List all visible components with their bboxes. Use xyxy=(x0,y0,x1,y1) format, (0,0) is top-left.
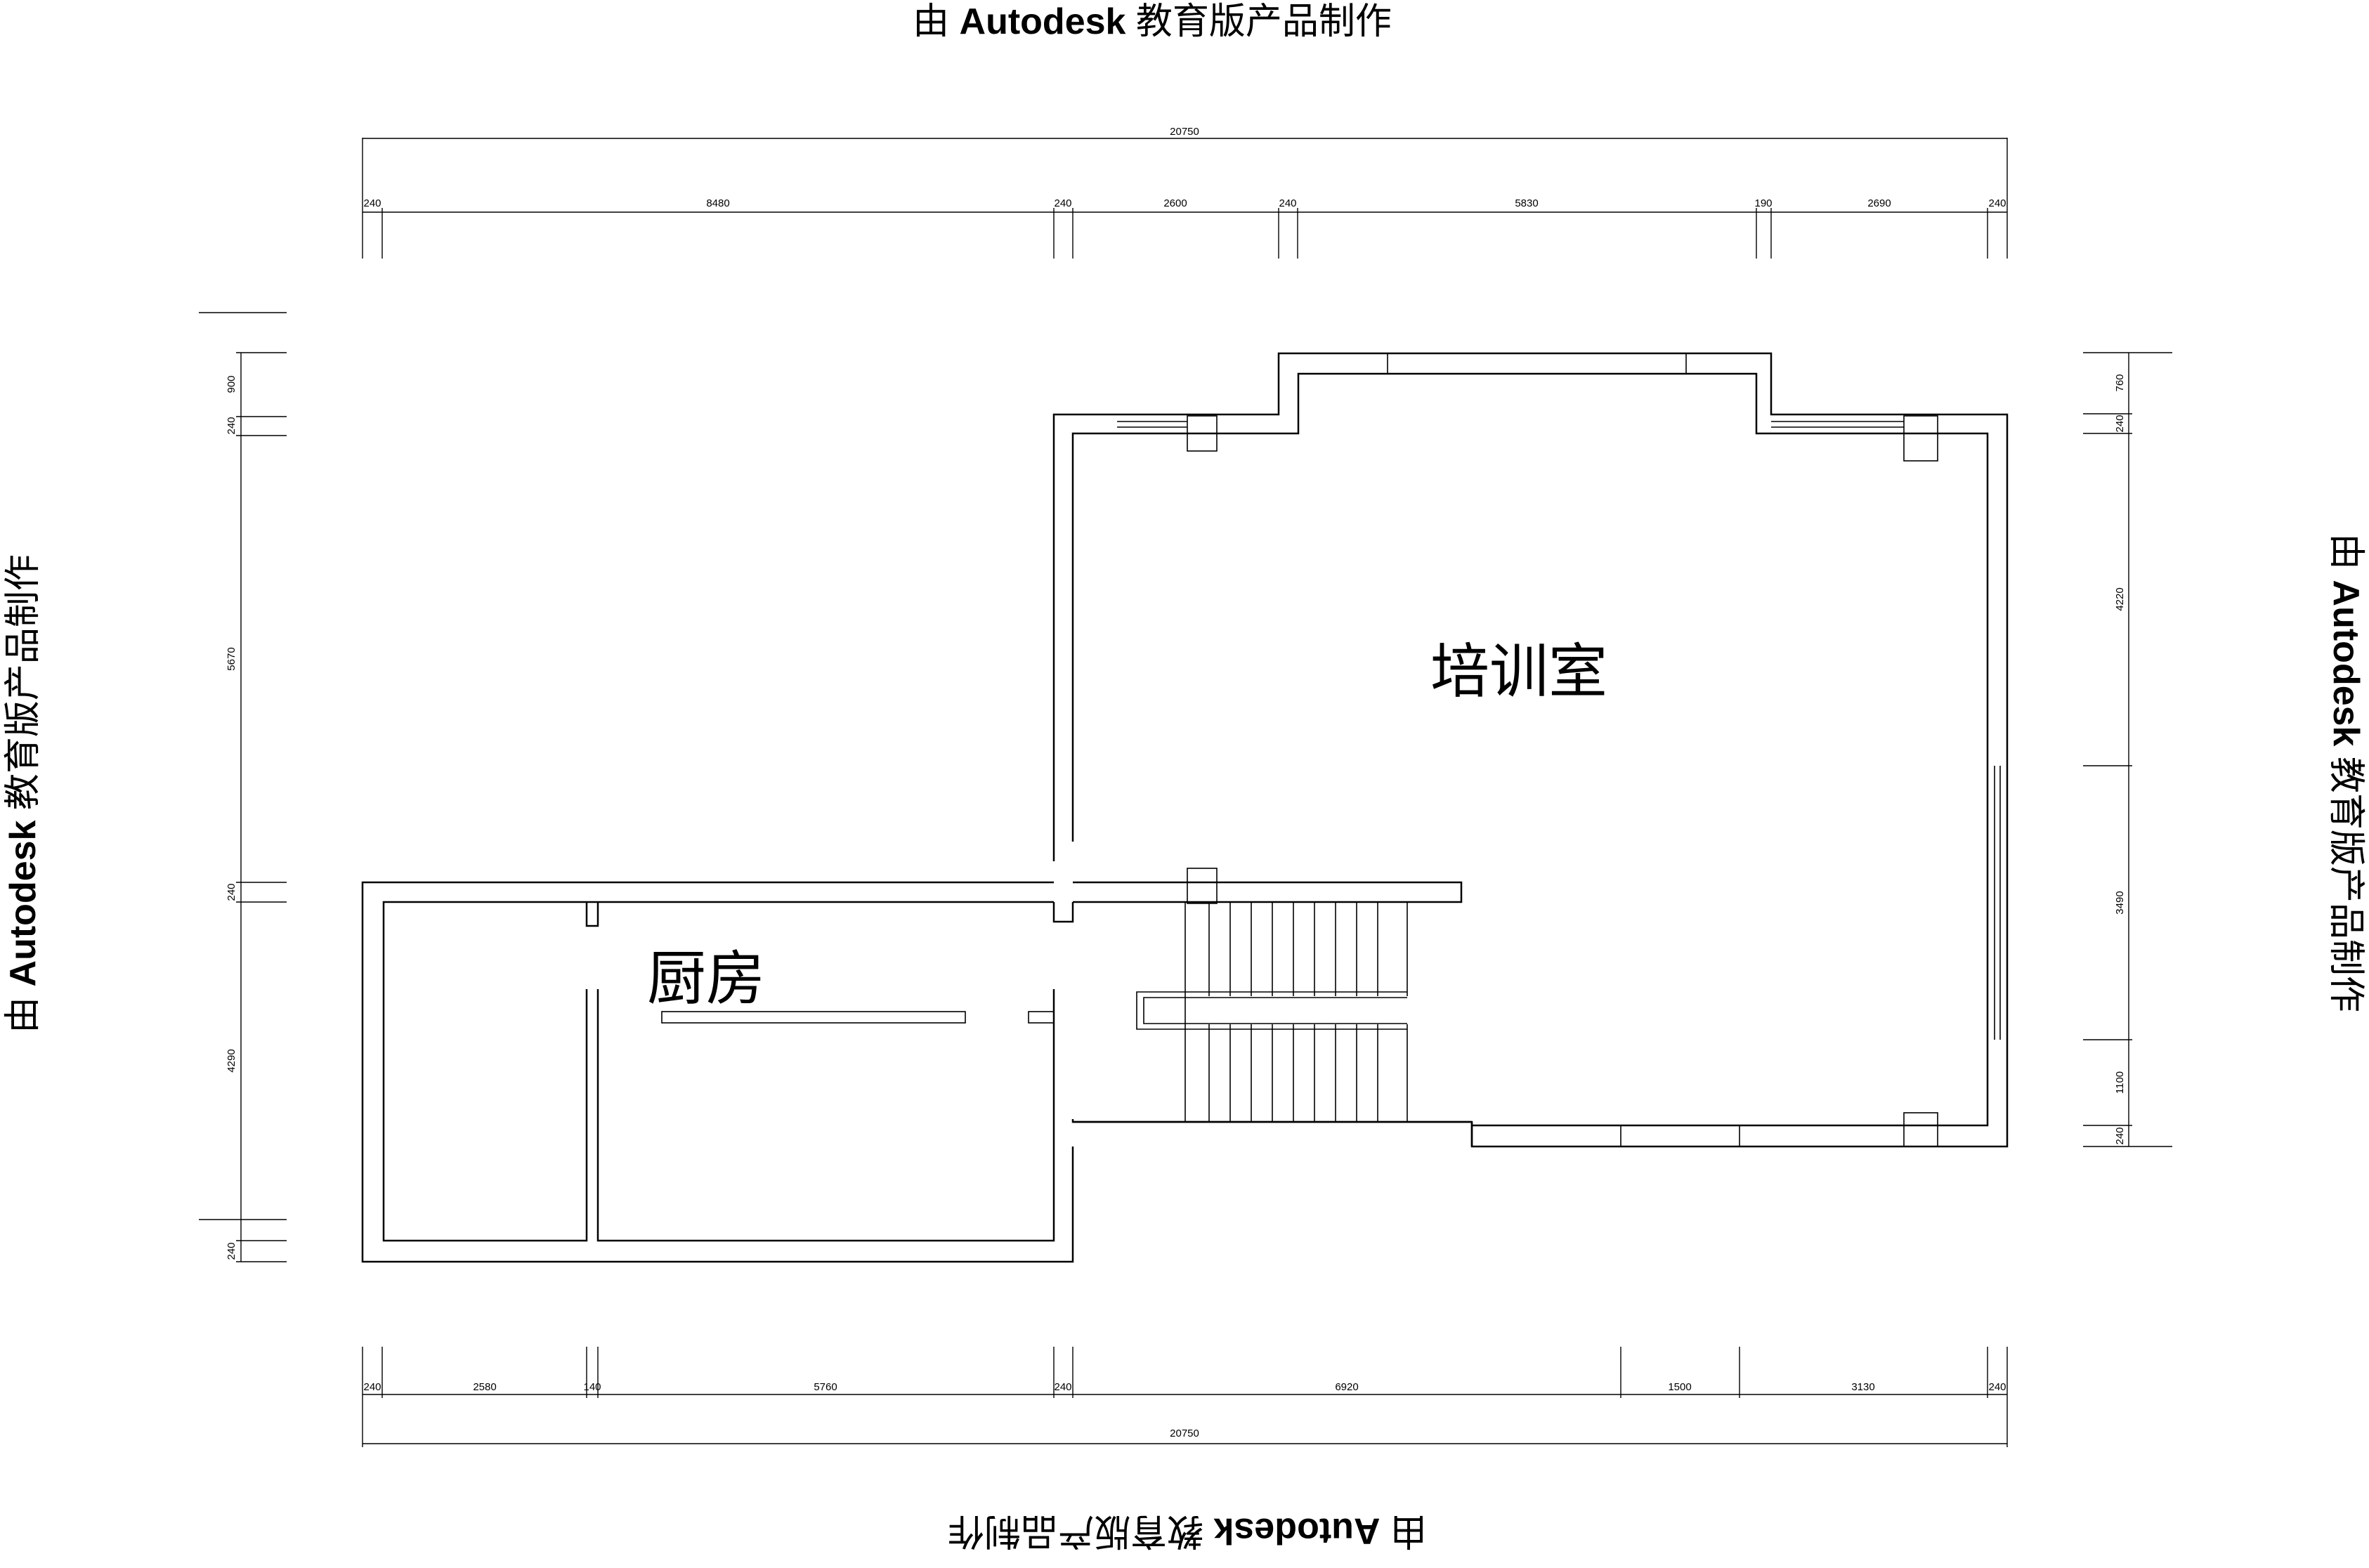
bottom-total-dimension: 20750 xyxy=(1170,1427,1199,1439)
training-room-walls xyxy=(1052,352,2009,1148)
bottom-dimensions: 240 2580 140 5760 240 6920 1500 3130 240… xyxy=(362,1347,2008,1447)
watermark-bottom: 由 Autodesk 教育版产品制作 xyxy=(948,1510,1427,1551)
watermark-right: 由 Autodesk 教育版产品制作 xyxy=(2325,533,2366,1012)
svg-text:240: 240 xyxy=(1054,197,1071,209)
right-dimensions: 760 240 4220 3490 1100 240 xyxy=(2083,352,2172,1147)
svg-text:240: 240 xyxy=(363,197,381,209)
svg-text:190: 190 xyxy=(1754,197,1772,209)
svg-text:900: 900 xyxy=(226,375,237,393)
svg-text:由 Autodesk 教育版产品制作: 由 Autodesk 教育版产品制作 xyxy=(948,1510,1427,1551)
svg-text:3130: 3130 xyxy=(1851,1381,1874,1393)
svg-text:240: 240 xyxy=(363,1381,381,1393)
top-total-dimension: 20750 xyxy=(1170,126,1199,138)
svg-text:240: 240 xyxy=(226,883,237,901)
kitchen-walls xyxy=(361,881,1463,1263)
room-label-training: 培训室 xyxy=(1430,637,1607,706)
svg-text:2580: 2580 xyxy=(473,1381,496,1393)
svg-text:4220: 4220 xyxy=(2114,587,2126,610)
left-dimensions: 900 240 5670 240 4290 240 xyxy=(199,312,287,1262)
svg-text:由 Autodesk 教育版产品制作: 由 Autodesk 教育版产品制作 xyxy=(913,1,1392,42)
svg-text:5830: 5830 xyxy=(1515,197,1538,209)
svg-text:3490: 3490 xyxy=(2114,891,2126,914)
svg-text:140: 140 xyxy=(583,1381,601,1393)
watermark-top: 由 Autodesk 教育版产品制作 xyxy=(913,1,1392,42)
svg-text:240: 240 xyxy=(226,1242,237,1260)
svg-text:4290: 4290 xyxy=(226,1049,237,1072)
svg-text:240: 240 xyxy=(1988,1381,2006,1393)
svg-text:240: 240 xyxy=(2114,414,2126,432)
room-label-kitchen: 厨房 xyxy=(647,944,765,1013)
svg-text:由 Autodesk 教育版产品制作: 由 Autodesk 教育版产品制作 xyxy=(3,554,44,1033)
svg-text:6920: 6920 xyxy=(1335,1381,1358,1393)
svg-text:8480: 8480 xyxy=(706,197,729,209)
svg-text:5760: 5760 xyxy=(814,1381,837,1393)
svg-text:240: 240 xyxy=(1988,197,2006,209)
svg-text:240: 240 xyxy=(226,417,237,434)
svg-text:240: 240 xyxy=(2114,1127,2126,1144)
svg-text:由 Autodesk 教育版产品制作: 由 Autodesk 教育版产品制作 xyxy=(2325,533,2366,1012)
svg-text:760: 760 xyxy=(2114,374,2126,391)
svg-text:2690: 2690 xyxy=(1867,197,1891,209)
svg-text:2600: 2600 xyxy=(1163,197,1187,209)
svg-text:5670: 5670 xyxy=(226,647,237,670)
top-dimensions: 20750 240 8480 240 2600 240 5830 190 269… xyxy=(362,126,2008,259)
watermark-left: 由 Autodesk 教育版产品制作 xyxy=(3,554,44,1033)
svg-text:1100: 1100 xyxy=(2114,1071,2126,1094)
svg-text:240: 240 xyxy=(1279,197,1296,209)
staircase xyxy=(1136,902,1408,1122)
svg-text:240: 240 xyxy=(1054,1381,1071,1393)
svg-text:1500: 1500 xyxy=(1668,1381,1691,1393)
